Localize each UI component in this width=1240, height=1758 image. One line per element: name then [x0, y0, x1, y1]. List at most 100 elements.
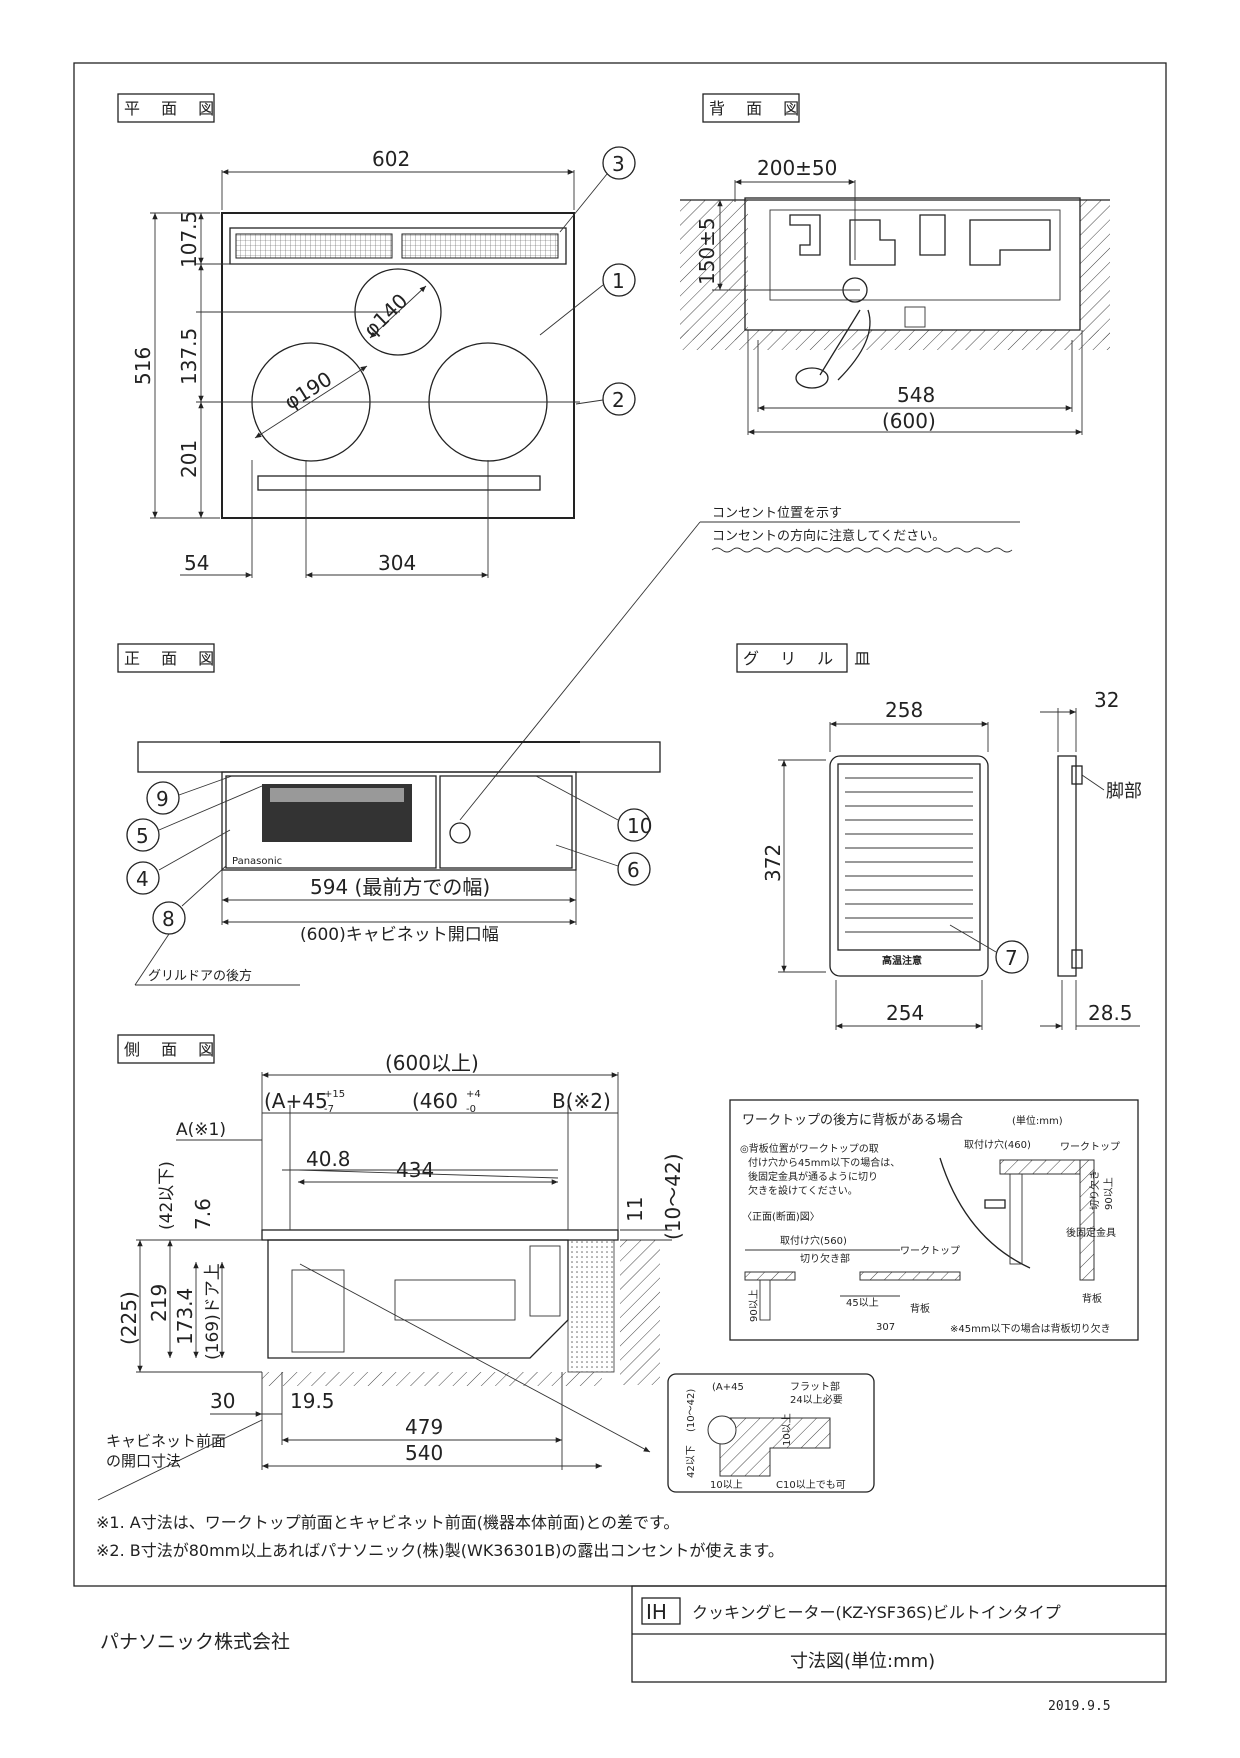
inset-section: 〈正面(断面)図〉 — [742, 1210, 820, 1223]
grill-pan-ribs — [845, 777, 973, 933]
dim-254: 254 — [886, 1001, 924, 1025]
dim-54: 54 — [184, 551, 209, 575]
callout-4: 4 — [136, 867, 149, 891]
outlet-note-1: コンセント位置を示す — [712, 506, 842, 521]
inset-cut: 切り欠き部 — [800, 1252, 850, 1265]
callout-1: 1 — [612, 269, 625, 293]
dim-169: (169)ドア上 — [203, 1263, 223, 1360]
dim-219: 219 — [147, 1284, 171, 1322]
back-view: 背 面 図 200±50 150±5 548 (600) コンセント位 — [459, 93, 1110, 821]
plan-view-title: 平 面 図 — [124, 99, 222, 118]
dim-460: (460 — [412, 1089, 458, 1113]
inset-backboard: 背板 — [910, 1302, 930, 1315]
dim-434: 434 — [396, 1158, 434, 1182]
detail-10-42: (10～42) — [686, 1389, 697, 1432]
title-product: クッキングヒーター(KZ-YSF36S)ビルトインタイプ — [692, 1603, 1061, 1622]
dim-a45-sup: +15 — [324, 1089, 345, 1100]
dim-32: 32 — [1094, 688, 1119, 712]
callout-7: 7 — [1005, 946, 1018, 970]
dim-594: 594 (最前方での幅) — [310, 875, 490, 899]
dim-b: B(※2) — [552, 1089, 611, 1113]
grill-door — [225, 775, 437, 869]
cabinet-note-2: の開口寸法 — [106, 1452, 181, 1470]
dim-372: 372 — [761, 844, 785, 882]
grill-view-title: グ リ ル 皿 — [743, 649, 878, 668]
dim-42: (42以下) — [157, 1161, 177, 1230]
detail-frame — [667, 1373, 875, 1493]
dim-30: 30 — [210, 1389, 235, 1413]
inset-title: ワークトップの後方に背板がある場合 — [742, 1112, 963, 1128]
inset-unit: (単位:mm) — [1012, 1114, 1063, 1127]
dim-600-back: (600) — [882, 409, 936, 433]
dim-258: 258 — [885, 698, 923, 722]
callout-9: 9 — [156, 787, 169, 811]
inset-worktop-2: ワークトップ — [1060, 1141, 1120, 1153]
inset-backboard-2: 背板 — [1082, 1292, 1102, 1305]
front-view-title: 正 面 図 — [124, 649, 222, 668]
inset-note-1: ◎背板位置がワークトップの取 — [740, 1142, 879, 1155]
dim-11: 11 — [623, 1197, 647, 1222]
worktop — [137, 741, 661, 773]
backboard-inset: ワークトップの後方に背板がある場合 (単位:mm) ◎背板位置がワークトップの取… — [729, 1099, 1139, 1341]
inset-45: 45以上 — [846, 1297, 879, 1309]
dim-540: 540 — [405, 1441, 443, 1465]
callout-10: 10 — [627, 814, 652, 838]
dim-600-side: (600以上) — [385, 1051, 479, 1075]
dim-548: 548 — [897, 383, 935, 407]
outlet-plug — [795, 367, 829, 389]
right-panel — [439, 775, 573, 869]
back-unit-body — [744, 197, 1081, 331]
callout-5: 5 — [136, 824, 149, 848]
back-view-title: 背 面 図 — [709, 99, 807, 118]
dim-40-8: 40.8 — [306, 1147, 351, 1171]
dim-28-5: 28.5 — [1088, 1001, 1133, 1025]
cabinet-note-1: キャビネット前面 — [106, 1432, 226, 1450]
grill-door-note: グリルドアの後方 — [148, 968, 252, 984]
dim-200-50: 200±50 — [757, 156, 837, 180]
side-view: 側 面 図 (600以上) (A+45 +15 -7 (460 +4 -0 B(… — [97, 1034, 685, 1501]
plan-view: 平 面 図 602 516 107.5 137.5 201 φ140 φ190 — [117, 93, 636, 578]
inset-307: 307 — [876, 1322, 895, 1333]
title-date: 2019.9.5 — [1048, 1699, 1111, 1714]
inset-hole-460: 取付け穴(460) — [964, 1138, 1031, 1151]
dim-7-6: 7.6 — [191, 1198, 215, 1230]
footnote-1: ※1. A寸法は、ワークトップ前面とキャビネット前面(機器本体前面)との差です。 — [96, 1513, 679, 1532]
dim-173-4: 173.4 — [173, 1288, 197, 1345]
inset-hole-560: 取付け穴(560) — [780, 1234, 847, 1247]
detail-a45: (A+45 — [712, 1382, 744, 1393]
dim-a45-sub: -7 — [324, 1104, 334, 1115]
detail-c10: C10以上でも可 — [776, 1479, 846, 1491]
edge-detail: (A+45 フラット部 24以上必要 (10～42) 42以下 10以上 10以… — [667, 1373, 875, 1493]
dim-201: 201 — [177, 440, 201, 478]
brand-label: Panasonic — [232, 856, 282, 867]
detail-flat-2: 24以上必要 — [790, 1393, 843, 1406]
grill-pan-view: グ リ ル 皿 高温注意 258 254 372 32 28.5 脚部 7 — [736, 643, 1142, 1030]
dim-phi140: φ140 — [359, 289, 413, 342]
dim-516: 516 — [131, 347, 155, 385]
inset-90b: 90以上 — [1103, 1177, 1115, 1210]
side-view-title: 側 面 図 — [124, 1040, 222, 1059]
dim-304: 304 — [378, 551, 416, 575]
inset-fixture: 後固定金具 — [1066, 1226, 1116, 1239]
inset-note-4: 欠きを設けてください。 — [748, 1184, 858, 1197]
detail-w10: 10以上 — [710, 1479, 743, 1491]
dim-a45: (A+45 — [264, 1089, 328, 1113]
callout-8: 8 — [162, 907, 175, 931]
title-ih: IH — [646, 1600, 667, 1624]
inset-cutout: 切り欠き — [1088, 1170, 1101, 1210]
dim-150-5: 150±5 — [695, 217, 719, 285]
dim-137-5: 137.5 — [177, 328, 201, 385]
side-unit-body — [267, 1239, 569, 1359]
dim-a: A(※1) — [176, 1120, 226, 1140]
callout-6: 6 — [627, 858, 640, 882]
detail-h10: 10以上 — [781, 1413, 793, 1446]
detail-flat-1: フラット部 — [790, 1380, 840, 1393]
dim-460-sup: +4 — [466, 1089, 481, 1100]
dim-107-5: 107.5 — [177, 211, 201, 268]
company-name: パナソニック株式会社 — [100, 1631, 290, 1653]
plan-top-plate — [221, 212, 575, 519]
front-unit-body — [221, 771, 577, 871]
footnote-2: ※2. B寸法が80mm以上あればパナソニック(株)製(WK36301B)の露出… — [96, 1541, 784, 1560]
